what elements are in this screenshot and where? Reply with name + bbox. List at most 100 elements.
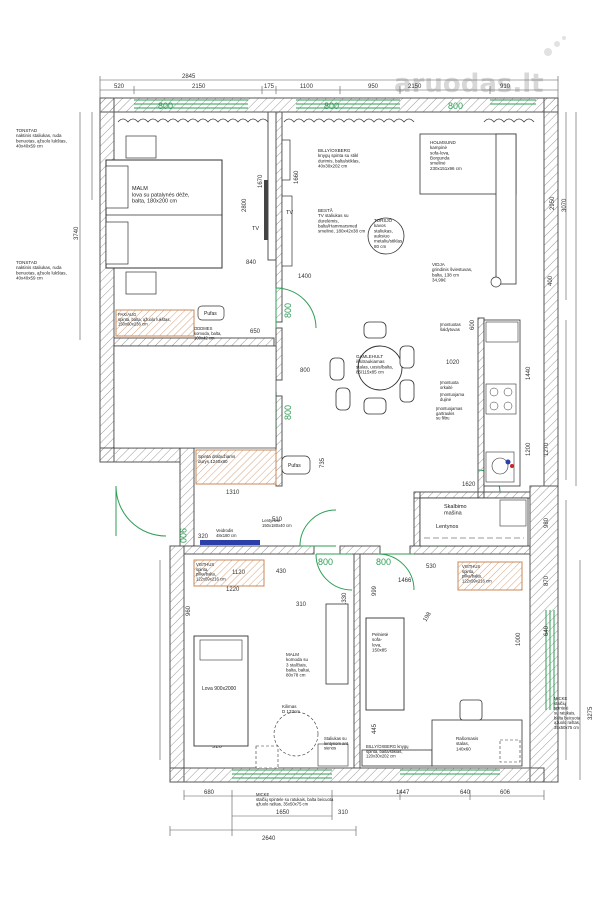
desk-chair xyxy=(459,699,483,721)
dim-inner: 960 xyxy=(186,605,192,616)
dim-inner: 530 xyxy=(426,564,437,570)
single-bed-label: Lova 900x2000 xyxy=(202,686,236,692)
hob xyxy=(485,383,517,415)
wall-shelf xyxy=(317,743,349,767)
door-label: 800 xyxy=(283,405,293,420)
dim-top: 910 xyxy=(500,84,511,90)
dim-top: 2150 xyxy=(408,84,422,90)
dim-inner: 510 xyxy=(272,517,283,523)
visthus-closet-left xyxy=(193,559,265,587)
chair xyxy=(335,387,351,411)
middle-room-area xyxy=(113,345,277,449)
dim-top: 950 xyxy=(368,84,379,90)
micke-drawer-left xyxy=(255,745,279,769)
dim-right: 2950 xyxy=(550,196,556,210)
dimensions-top xyxy=(99,76,559,98)
dim-inner: 650 xyxy=(250,329,261,335)
dim-inner: 1400 xyxy=(298,274,312,280)
sofa-bed xyxy=(365,617,405,711)
dimensions-bottom xyxy=(169,790,545,836)
billy-shelf xyxy=(281,139,291,181)
hall-pouf xyxy=(281,455,311,475)
tv-screen xyxy=(264,180,268,240)
mirror xyxy=(200,540,260,545)
door-label: 800 xyxy=(448,101,463,111)
pouf xyxy=(197,305,225,321)
pillow xyxy=(199,639,243,661)
watermark-text: aruodas.lt xyxy=(394,69,544,99)
dim-inner: 430 xyxy=(276,569,287,575)
chair xyxy=(329,357,345,381)
dim-inner: 735 xyxy=(320,457,326,468)
dim-inner: 800 xyxy=(300,368,311,374)
dim-inner: 2800 xyxy=(242,198,248,212)
hall-pouf-label: Pufas xyxy=(288,463,301,469)
dim-bottom: 1650 xyxy=(276,810,290,816)
dimensions-right xyxy=(565,112,581,780)
dim-right: 3275 xyxy=(588,706,594,720)
dim-inner: 999 xyxy=(372,585,378,596)
dim-inner: 1020 xyxy=(446,360,460,366)
dim-bottom: 310 xyxy=(338,810,349,816)
dim-inner: 1220 xyxy=(226,587,240,593)
dim-inner: 840 xyxy=(246,260,257,266)
pillow xyxy=(105,221,129,265)
door-label: 800 xyxy=(376,557,391,567)
dim-right: 400 xyxy=(548,275,554,286)
door-labels: 800 800 800 800 800 900 800 800 xyxy=(158,101,463,567)
sink xyxy=(485,451,515,483)
pillow xyxy=(105,165,129,209)
dim-right: 980 xyxy=(544,517,550,528)
besta-tv-unit xyxy=(281,195,293,267)
malm-dresser xyxy=(325,603,349,685)
dimensions-left xyxy=(79,112,161,760)
hall-wardrobe xyxy=(195,449,277,485)
dim-inner: 600 xyxy=(470,319,476,330)
tv-label: TV xyxy=(252,226,259,232)
dim-right: 1270 xyxy=(544,442,550,456)
washer xyxy=(499,499,527,527)
dim-inner: 920 xyxy=(212,744,223,750)
dim-right: 870 xyxy=(544,575,550,586)
door-label: 900 xyxy=(178,528,188,543)
shelves-label: Lentynos xyxy=(436,524,459,530)
watermark: aruodas.lt xyxy=(394,36,566,99)
dim-bottom: 1447 xyxy=(396,790,410,796)
windows xyxy=(134,99,555,779)
chair xyxy=(399,345,415,369)
living-tv-label: TV xyxy=(286,210,293,216)
dim-inner: 445 xyxy=(372,723,378,734)
dim-inner: 1620 xyxy=(462,482,476,488)
dim-top: 175 xyxy=(264,84,275,90)
door-label: 800 xyxy=(283,303,293,318)
sofa-chaise xyxy=(495,133,517,285)
dim-top: 520 xyxy=(114,84,125,90)
nightstand-top xyxy=(125,135,157,159)
dim-inner: 1310 xyxy=(226,490,240,496)
